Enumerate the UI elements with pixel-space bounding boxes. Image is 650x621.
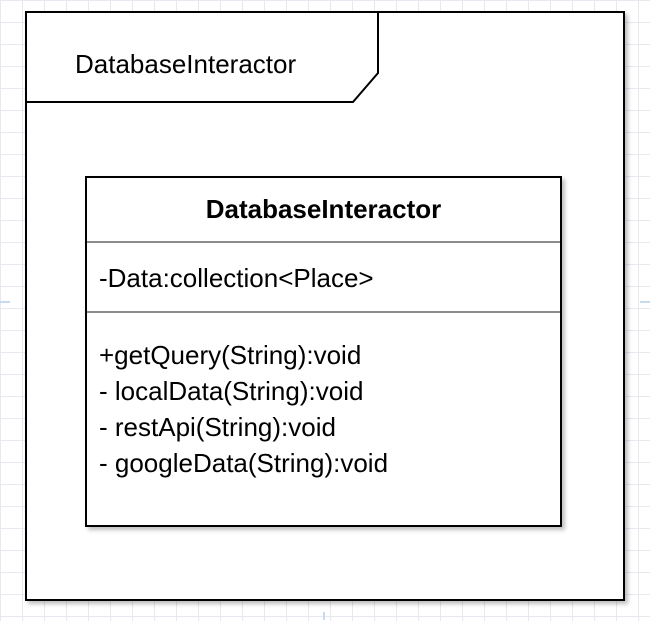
method-row: +getQuery(String):void [99, 340, 362, 370]
attributes-section: -Data:collection<Place> [87, 243, 560, 311]
grid-tick-left [0, 301, 10, 303]
class-name: DatabaseInteractor [205, 194, 442, 224]
methods-section: +getQuery(String):void - localData(Strin… [87, 313, 560, 481]
class-box[interactable]: DatabaseInteractor -Data:collection<Plac… [85, 176, 562, 527]
package-tab [27, 13, 379, 103]
method-row: - restApi(String):void [99, 412, 336, 442]
section-divider [87, 241, 560, 243]
grid-tick-right [640, 301, 650, 303]
package-name: DatabaseInteractor [75, 49, 297, 79]
attribute-row: -Data:collection<Place> [99, 263, 374, 293]
method-row: - localData(String):void [99, 376, 364, 406]
grid-tick-bottom [323, 612, 325, 620]
section-divider [87, 311, 560, 313]
method-row: - googleData(String):void [99, 448, 389, 478]
